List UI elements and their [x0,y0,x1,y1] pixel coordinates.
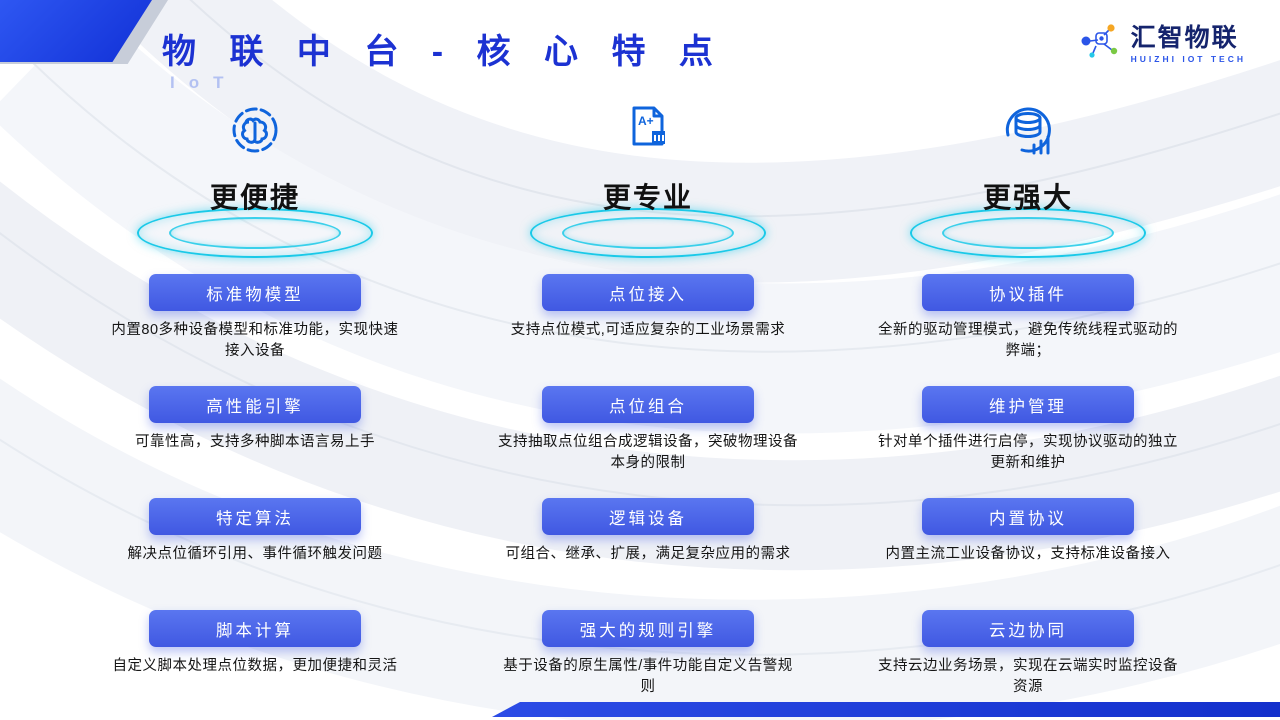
database-chart-icon [992,92,1064,170]
page-subtitle: IoT [170,73,238,92]
feature-desc: 支持云边业务场景，实现在云端实时监控设备资源 [878,658,1178,696]
smart-brain-icon [219,92,291,170]
feature-pill: 云边协同 [922,610,1134,647]
feature-desc: 内置主流工业设备协议，支持标准设备接入 [885,546,1171,562]
page-title: 物 联 中 台 - 核 心 特 点 [162,33,725,71]
report-a-plus-icon: A+ [612,92,684,170]
logo-text: 汇智物联 HUIZHI IOT TECH [1130,23,1246,65]
feature-item: 特定算法 解决点位循环引用、事件循环触发问题 [128,498,383,590]
network-nodes-icon [1076,20,1122,69]
column-professional: A+ 更专业 点位接入 支持点位模式,可适应复杂的工业场景需求 点位组合 支持抽… [488,92,808,720]
logo-name: 汇智物联 [1130,23,1239,52]
feature-desc: 基于设备的原生属性/事件功能自定义告警规则 [503,658,793,696]
feature-pill: 标准物模型 [149,274,361,311]
feature-pill: 点位组合 [542,386,754,423]
feature-item: 点位接入 支持点位模式,可适应复杂的工业场景需求 [511,274,786,366]
feature-item: 维护管理 针对单个插件进行启停，实现协议驱动的独立更新和维护 [878,386,1178,478]
halo-ring-outer [910,208,1146,258]
feature-item: 协议插件 全新的驱动管理模式，避免传统线程式驱动的弊端； [878,274,1178,366]
halo-ring-outer [530,208,766,258]
feature-pill: 强大的规则引擎 [542,610,754,647]
feature-desc: 针对单个插件进行启停，实现协议驱动的独立更新和维护 [878,434,1178,472]
feature-item: 标准物模型 内置80多种设备模型和标准功能，实现快速接入设备 [105,274,405,366]
feature-desc: 解决点位循环引用、事件循环触发问题 [127,546,383,562]
feature-desc: 内置80多种设备模型和标准功能，实现快速接入设备 [111,322,399,360]
heading-halo: 更专业 [508,174,788,274]
feature-item: 逻辑设备 可组合、继承、扩展，满足复杂应用的需求 [506,498,791,590]
feature-item: 强大的规则引擎 基于设备的原生属性/事件功能自定义告警规则 [498,610,798,702]
feature-pill: 点位接入 [542,274,754,311]
heading-halo: 更便捷 [115,174,395,274]
halo-ring-outer [137,208,373,258]
feature-desc: 可组合、继承、扩展，满足复杂应用的需求 [505,546,791,562]
halo-ring-inner [169,217,341,249]
feature-desc: 支持抽取点位组合成逻辑设备，突破物理设备本身的限制 [498,434,798,472]
logo: 汇智物联 HUIZHI IOT TECH [1076,20,1246,69]
feature-pill: 脚本计算 [149,610,361,647]
feature-pill: 协议插件 [922,274,1134,311]
logo-subname: HUIZHI IOT TECH [1130,54,1246,65]
feature-item: 内置协议 内置主流工业设备协议，支持标准设备接入 [886,498,1171,590]
feature-item: 高性能引擎 可靠性高，支持多种脚本语言易上手 [135,386,375,478]
feature-pill: 维护管理 [922,386,1134,423]
column-heading: 更便捷 [209,183,300,214]
feature-item: 云边协同 支持云边业务场景，实现在云端实时监控设备资源 [878,610,1178,702]
column-powerful: 更强大 协议插件 全新的驱动管理模式，避免传统线程式驱动的弊端； 维护管理 针对… [868,92,1188,720]
column-heading: 更专业 [602,183,693,214]
svg-text:A+: A+ [638,114,654,128]
halo-ring-inner [562,217,734,249]
column-heading: 更强大 [982,183,1073,214]
feature-pill: 特定算法 [149,498,361,535]
feature-pill: 高性能引擎 [149,386,361,423]
feature-pill: 逻辑设备 [542,498,754,535]
feature-pill: 内置协议 [922,498,1134,535]
feature-desc: 支持点位模式,可适应复杂的工业场景需求 [510,322,786,338]
feature-desc: 可靠性高，支持多种脚本语言易上手 [135,434,375,450]
feature-item: 点位组合 支持抽取点位组合成逻辑设备，突破物理设备本身的限制 [498,386,798,478]
feature-item: 脚本计算 自定义脚本处理点位数据，更加便捷和灵活 [113,610,398,702]
heading-halo: 更强大 [888,174,1168,274]
bottom-accent-bar [492,702,1280,717]
column-convenient: 更便捷 标准物模型 内置80多种设备模型和标准功能，实现快速接入设备 高性能引擎… [95,92,415,720]
halo-ring-inner [942,217,1114,249]
feature-desc: 自定义脚本处理点位数据，更加便捷和灵活 [112,658,398,674]
feature-desc: 全新的驱动管理模式，避免传统线程式驱动的弊端； [878,322,1178,360]
